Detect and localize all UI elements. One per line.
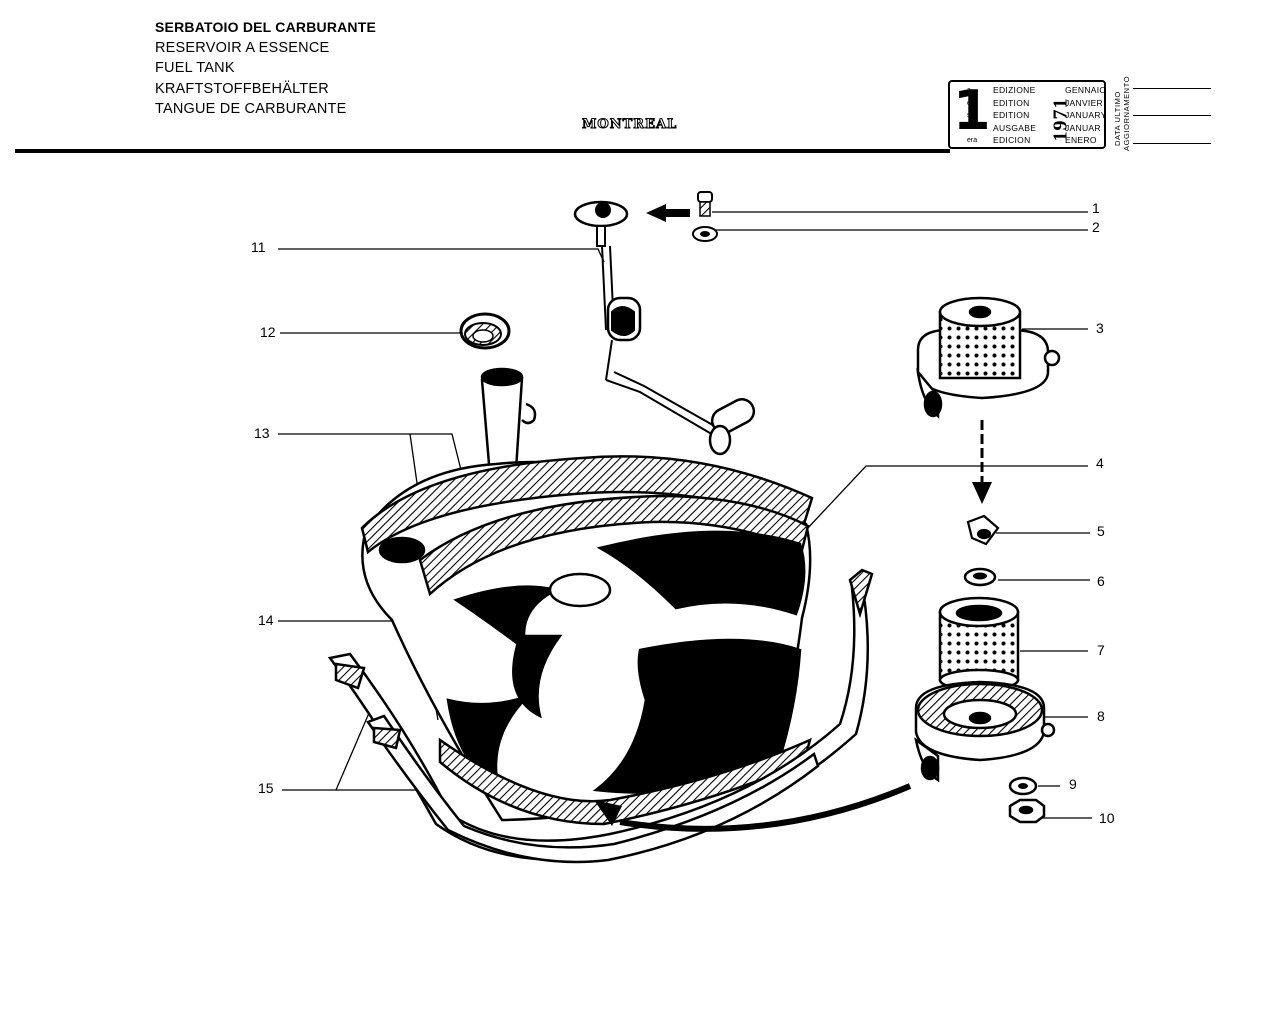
leader-line-15 <box>282 705 373 791</box>
callout-7: 7 <box>1097 642 1105 658</box>
callout-4: 4 <box>1096 455 1104 471</box>
title-german: KRAFTSTOFFBEHÄLTER <box>155 80 329 97</box>
edition-number: 1 <box>953 79 991 142</box>
washer-hole <box>700 231 710 237</box>
leader-line-4 <box>805 465 1088 531</box>
callout-6: 6 <box>1097 573 1105 589</box>
mounting-straps-part <box>327 568 874 864</box>
title-english: FUEL TANK <box>155 60 235 77</box>
edition-labels: EDIZIONE EDITION EDITION AUSGABE EDICION <box>993 84 1036 147</box>
edition-month: ENERO <box>1065 135 1097 146</box>
update-line <box>1133 143 1211 144</box>
title-french: RESERVOIR A ESSENCE <box>155 39 330 56</box>
header-titles: SERBATOIO DEL CARBURANTE RESERVOIR A ESS… <box>155 17 376 120</box>
edition-suffix: . <box>967 124 969 131</box>
leader-lines <box>278 211 1092 819</box>
update-line <box>1133 115 1211 116</box>
arrow-screw-to-sender <box>646 204 690 222</box>
fuel-filter-assembly-part <box>916 296 1061 419</box>
callout-9: 9 <box>1069 776 1077 792</box>
callout-10: 10 <box>1099 810 1115 826</box>
callout-13: 13 <box>254 425 270 441</box>
edition-suffix: era <box>967 137 978 144</box>
edition-suffix: ère <box>967 100 978 107</box>
edition-label: EDITION <box>993 110 1030 121</box>
edition-label: EDICION <box>993 135 1031 146</box>
callout-12: 12 <box>260 324 276 340</box>
leader-line-11 <box>278 248 605 263</box>
title-italian: SERBATOIO DEL CARBURANTE <box>155 19 377 35</box>
fuel-tank-part <box>360 367 814 826</box>
edition-box <box>948 80 1106 149</box>
edition-month: GENNAIO <box>1065 85 1107 95</box>
edition-label: EDIZIONE <box>993 85 1036 95</box>
header-rule <box>15 149 950 153</box>
edition-label: AUSGABE <box>993 122 1037 133</box>
brand-logo: MONTREAL <box>581 117 678 133</box>
update-line <box>1133 88 1211 89</box>
edition-suffix: st <box>967 112 973 119</box>
filter-element-part <box>938 596 1020 692</box>
callout-2: 2 <box>1092 219 1100 235</box>
callout-3: 3 <box>1096 320 1104 336</box>
title-spanish: TANGUE DE CARBURANTE <box>155 101 347 118</box>
level-sender-part <box>573 200 756 456</box>
edition-months: GENNAIO JANVIER JANUARY JANUAR ENERO <box>1065 84 1107 147</box>
edition-month: JANUAR <box>1065 122 1101 133</box>
edition-suffix: a <box>967 87 971 94</box>
edition-month: JANVIER <box>1065 97 1103 108</box>
callout-11: 11 <box>251 239 266 255</box>
callout-1: 1 <box>1092 200 1100 216</box>
callout-14: 14 <box>258 612 274 628</box>
arrow-filter-to-tank <box>619 783 912 832</box>
callout-8: 8 <box>1097 708 1105 724</box>
screw-part <box>697 191 713 217</box>
drain-nut-part <box>1008 798 1046 824</box>
leader-line-13 <box>278 433 419 491</box>
filter-washer-hole <box>973 572 987 580</box>
filter-bowl-part <box>914 680 1056 783</box>
edition-label: EDITION <box>993 97 1030 108</box>
arrow-head <box>594 800 622 826</box>
drain-washer-hole <box>1018 783 1028 789</box>
grommet-part <box>459 312 511 350</box>
edition-month: JANUARY <box>1065 110 1107 121</box>
callout-5: 5 <box>1097 523 1105 539</box>
arrow-down-head <box>972 482 992 504</box>
wing-nut-part <box>966 514 1000 546</box>
callout-15: 15 <box>258 780 274 796</box>
